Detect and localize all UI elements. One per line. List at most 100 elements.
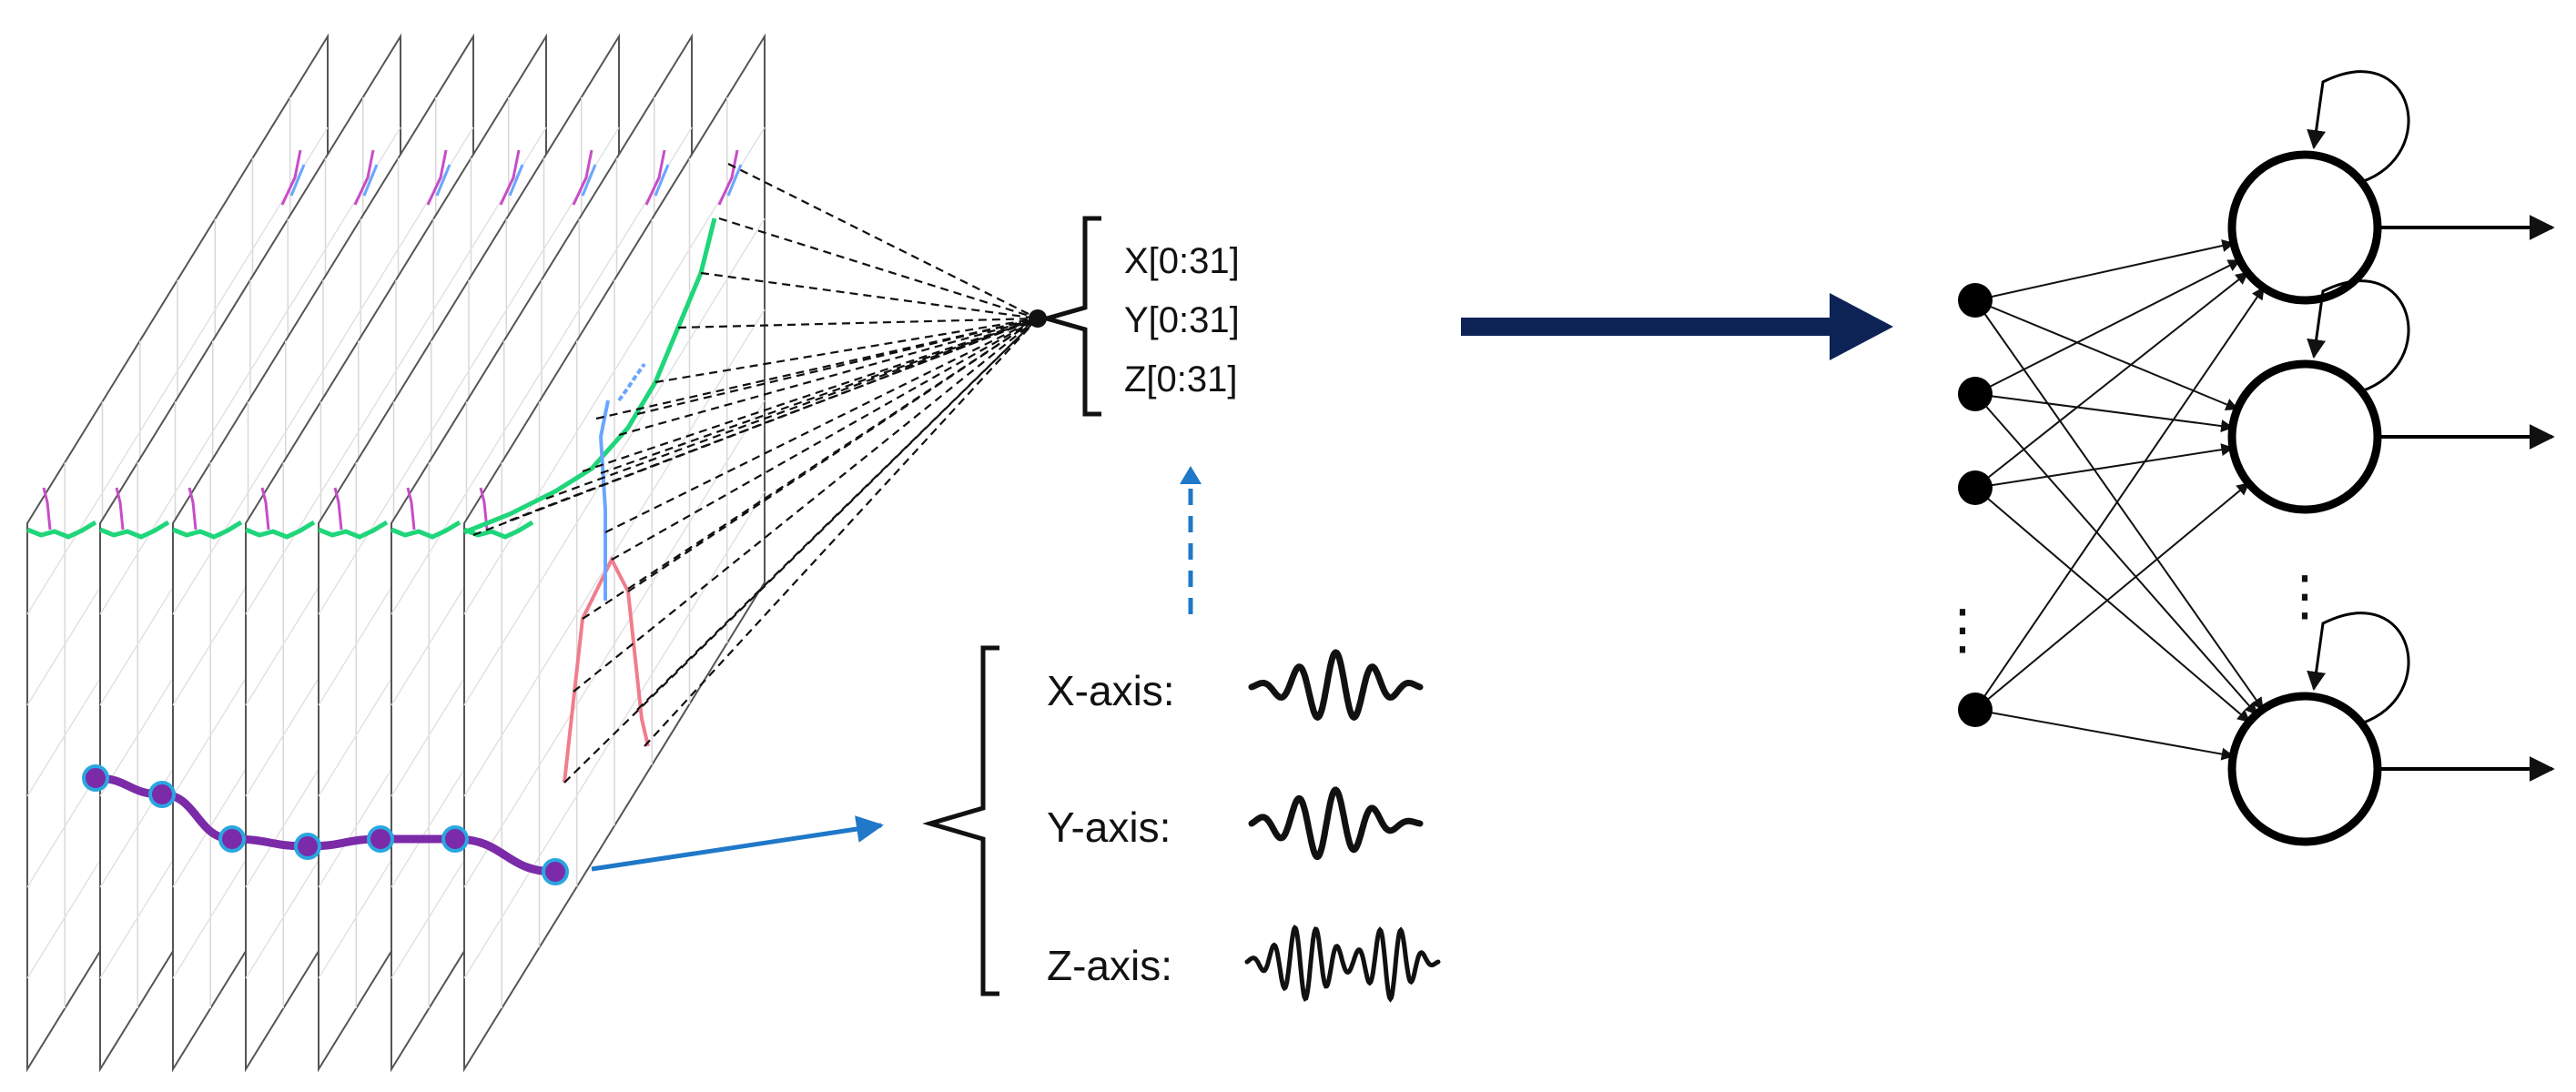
dashed-link xyxy=(636,318,1039,711)
network-edge xyxy=(1974,299,2239,411)
y-axis-signal-wave xyxy=(1248,786,1424,861)
dashed-link xyxy=(582,317,1039,473)
skeleton-green-segment xyxy=(390,520,461,540)
input-node xyxy=(1958,283,1993,318)
axis-signals-group: X-axis: Y-axis: Z-axis: xyxy=(922,645,1441,1003)
dashed-link xyxy=(509,317,1039,522)
skeleton-green-limb xyxy=(463,217,717,535)
axis-label-x: X-axis: xyxy=(1047,667,1175,714)
signals-to-coords-arrowhead xyxy=(1180,466,1202,484)
dashed-link xyxy=(644,318,1039,747)
skeleton-magenta-segment xyxy=(42,487,52,531)
recurrent-unit xyxy=(2227,612,2555,846)
dashed-link xyxy=(727,163,1039,319)
axis-label-y: Y-axis: xyxy=(1047,804,1171,851)
skeleton-top-segment xyxy=(654,164,670,197)
skeleton-top-segment xyxy=(572,149,593,206)
input-node xyxy=(1958,377,1993,411)
network-edge xyxy=(1974,443,2235,489)
joint-trajectory xyxy=(82,764,569,885)
skeleton-top-segment xyxy=(280,149,302,206)
trajectory-node xyxy=(542,858,569,885)
network-edge xyxy=(1974,487,2251,723)
frame-grid-line xyxy=(463,308,766,797)
trajectory-to-signals-arrow xyxy=(591,815,884,872)
dashed-link xyxy=(595,317,1039,420)
trajectory-node xyxy=(441,825,469,853)
dashed-link xyxy=(677,317,1039,329)
dashed-link xyxy=(604,318,1039,533)
skeleton-top-segment xyxy=(353,149,375,206)
axis-label-z: Z-axis: xyxy=(1047,942,1172,989)
dashed-link xyxy=(718,217,1039,320)
unit-circle xyxy=(2227,359,2382,514)
frame-grid-line xyxy=(463,399,766,888)
coordinate-hub-dot xyxy=(1029,309,1047,328)
recurrent-neural-network: ⋮ ⋮ xyxy=(1935,70,2555,846)
recurrent-unit xyxy=(2227,70,2555,305)
skeleton-top-segment xyxy=(499,149,521,206)
input-nodes xyxy=(1958,283,1993,727)
recurrent-units xyxy=(2227,70,2555,846)
unit-ellipsis: ⋮ xyxy=(2277,565,2332,626)
skeleton-green-segment xyxy=(26,520,97,540)
skeleton-top-segment xyxy=(289,164,306,197)
skeleton-magenta-segment xyxy=(260,487,270,531)
skeleton-top-segment xyxy=(435,164,451,197)
coord-label-z: Z[0:31] xyxy=(1124,359,1238,399)
self-loop-arrow xyxy=(2307,279,2410,393)
self-loop-arrow xyxy=(2307,612,2410,725)
axis-signals-bracket xyxy=(922,645,999,996)
network-connections xyxy=(1974,239,2265,761)
network-edge xyxy=(1974,271,2249,489)
skeleton-top-segment xyxy=(644,149,666,206)
dashed-link xyxy=(545,317,1039,500)
dashed-link xyxy=(654,317,1039,384)
joint-coordinate-links xyxy=(472,163,1039,784)
frame-grid-line xyxy=(463,217,766,706)
network-edge xyxy=(1974,709,2235,761)
skeleton-top-segment xyxy=(726,164,743,197)
skeleton-magenta-segment xyxy=(479,487,489,531)
dashed-link xyxy=(700,271,1039,320)
trajectory-node xyxy=(294,833,321,860)
skeleton-green-segment xyxy=(172,520,243,540)
input-node xyxy=(1958,470,1993,505)
trajectory-node xyxy=(82,764,109,792)
dashed-link xyxy=(618,317,1039,437)
coord-label-x: X[0:31] xyxy=(1124,241,1240,281)
skeleton-magenta-segment xyxy=(333,487,343,531)
trajectory-node xyxy=(218,825,246,853)
skeleton-green-segment xyxy=(99,520,170,540)
dashed-link xyxy=(582,318,1039,620)
skeleton-blue-segment xyxy=(617,362,646,402)
input-node xyxy=(1958,693,1993,727)
network-edge xyxy=(1974,393,2258,715)
trajectory-nodes xyxy=(82,764,569,885)
skeleton-magenta-segment xyxy=(188,487,198,531)
skeleton-magenta-segment xyxy=(406,487,416,531)
skeleton-pink-limb xyxy=(563,555,650,784)
network-edge xyxy=(1974,286,2265,711)
dashed-link xyxy=(600,317,1039,475)
skeleton-top-segment xyxy=(717,149,739,206)
skeleton-top-segment xyxy=(426,149,448,206)
skeleton-green-segment xyxy=(318,520,389,540)
skeleton-top-segment xyxy=(362,164,379,197)
z-axis-signal-wave xyxy=(1244,924,1441,1003)
skeleton-top-segment xyxy=(508,164,524,197)
network-edge xyxy=(1974,239,2236,301)
x-axis-signal-wave xyxy=(1248,649,1424,722)
dashed-link xyxy=(627,318,1039,592)
coord-label-y: Y[0:31] xyxy=(1124,300,1240,340)
trajectory-node xyxy=(367,825,394,853)
unit-circle xyxy=(2227,692,2382,846)
network-edge xyxy=(1974,393,2235,433)
main-flow-arrow xyxy=(1461,293,1893,360)
network-edge xyxy=(1974,259,2241,395)
trajectory-node xyxy=(148,781,176,808)
video-frame-stack xyxy=(26,33,766,1073)
network-edge xyxy=(1974,482,2250,711)
self-loop-arrow xyxy=(2307,70,2410,184)
